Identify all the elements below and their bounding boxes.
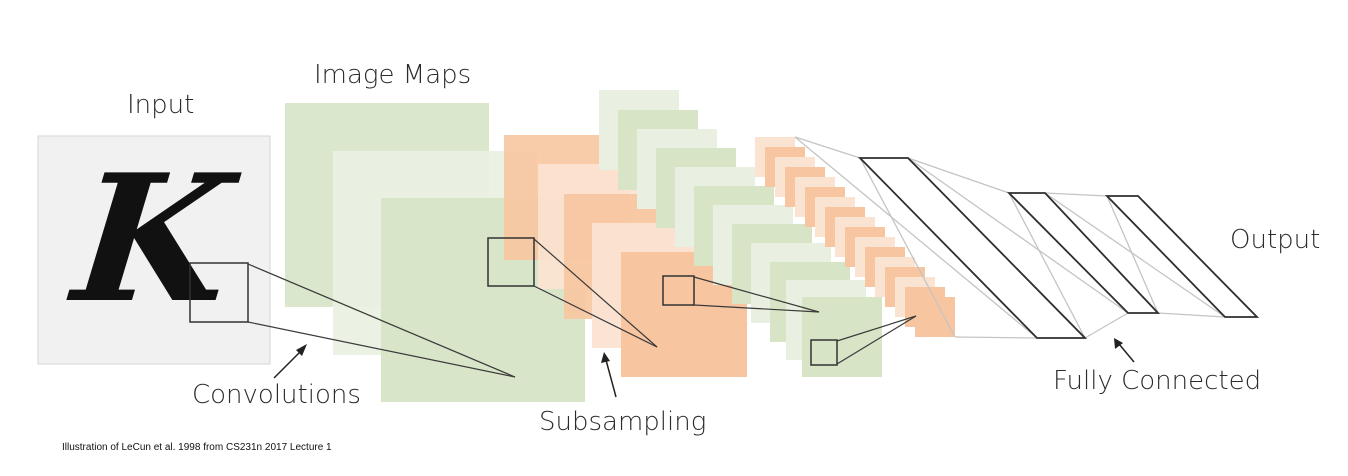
fc-layer-2 — [1006, 192, 1161, 314]
c3-receptive-field — [810, 339, 838, 366]
conv2-line-2 — [693, 304, 820, 313]
arrow-fully-connected — [1114, 338, 1135, 363]
conv2-line-1 — [693, 276, 820, 313]
sub-line-2 — [533, 285, 658, 348]
sub2-line-2 — [836, 315, 917, 365]
subsample-maps-s4 — [755, 137, 955, 337]
conv-line-2 — [247, 321, 516, 378]
feature-maps-c3 — [599, 90, 882, 377]
label-subsampling: Subsampling — [539, 407, 706, 437]
label-input: Input — [127, 90, 194, 120]
arrow-subsampling — [601, 352, 617, 398]
input-letter: K — [61, 136, 246, 341]
fc-connections — [794, 136, 1226, 339]
figure-caption: Illustration of LeCun et al. 1998 from C… — [62, 442, 332, 453]
sub2-line-1 — [836, 315, 917, 342]
sub-line-1 — [533, 238, 658, 348]
conv-line-1 — [247, 263, 516, 378]
input-receptive-field — [189, 262, 249, 323]
arrow-convolutions — [273, 344, 307, 379]
s2-receptive-field — [662, 275, 695, 306]
label-convolutions: Convolutions — [192, 380, 361, 410]
label-output: Output — [1230, 225, 1320, 255]
c1-receptive-field — [487, 237, 535, 287]
output-layer — [1104, 195, 1260, 318]
input-image — [37, 135, 271, 365]
label-image-maps: Image Maps — [314, 60, 471, 90]
fc-layer-1 — [857, 157, 1088, 339]
label-fully-connected: Fully Connected — [1053, 366, 1261, 396]
